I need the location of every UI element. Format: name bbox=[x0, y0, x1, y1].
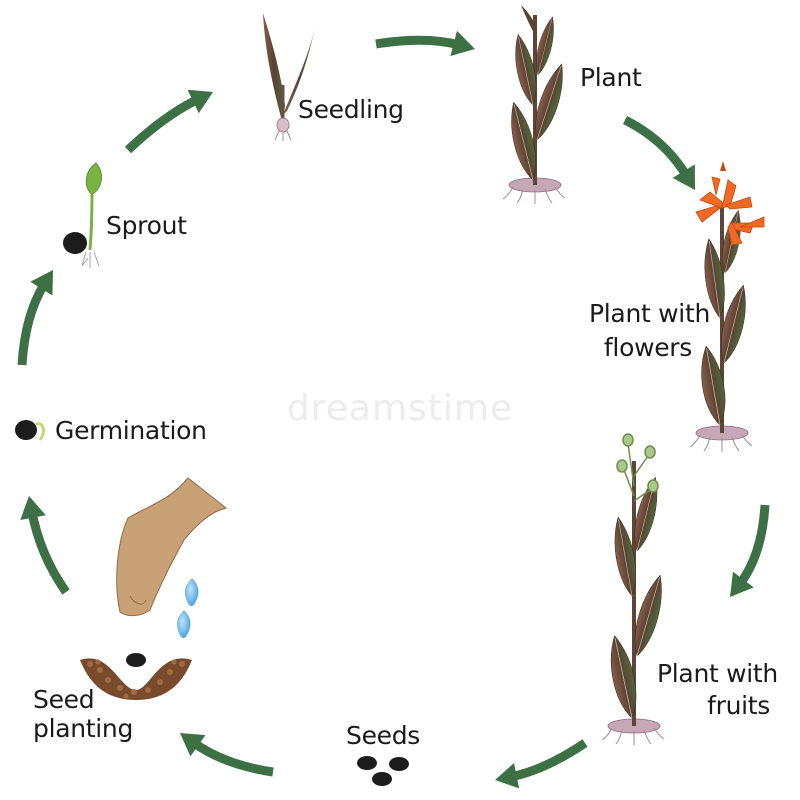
sprout-illustration bbox=[63, 162, 102, 268]
arrow-seedling-to-plant bbox=[375, 30, 475, 57]
seeds-illustration bbox=[357, 756, 409, 786]
plant-illustration bbox=[502, 5, 571, 205]
arrow-plant-to-flowers bbox=[622, 115, 695, 190]
watermark-text: dreamstime bbox=[286, 388, 514, 429]
label-germination: Germination bbox=[55, 416, 207, 445]
seed-planting-illustration bbox=[80, 477, 228, 700]
label-seedling: Seedling bbox=[298, 95, 404, 124]
arrow-planting-to-germination bbox=[20, 496, 70, 595]
label-plant-with-fruits-line2: fruits bbox=[707, 691, 770, 720]
label-plant: Plant bbox=[580, 63, 642, 92]
seedling-illustration bbox=[263, 13, 315, 141]
arrow-sprout-to-seedling bbox=[124, 89, 213, 154]
arrow-flowers-to-fruits bbox=[730, 504, 770, 597]
label-seeds: Seeds bbox=[346, 721, 421, 750]
label-plant-with-flowers-line2: flowers bbox=[603, 333, 692, 362]
germination-illustration bbox=[15, 420, 45, 441]
label-sprout: Sprout bbox=[106, 211, 187, 240]
arrow-seeds-to-planting bbox=[180, 733, 274, 777]
label-plant-with-flowers-line1: Plant with bbox=[589, 299, 710, 328]
arrow-fruits-to-seeds bbox=[495, 739, 588, 789]
label-seed-planting-line1: Seed bbox=[33, 685, 95, 714]
label-plant-with-fruits-line1: Plant with bbox=[657, 659, 778, 688]
plant-with-flowers-illustration bbox=[689, 161, 765, 453]
arrow-germination-to-sprout bbox=[17, 270, 53, 366]
plant-with-fruits-illustration bbox=[601, 433, 670, 746]
cycle-arrows bbox=[17, 30, 770, 789]
label-seed-planting-line2: planting bbox=[33, 714, 134, 743]
